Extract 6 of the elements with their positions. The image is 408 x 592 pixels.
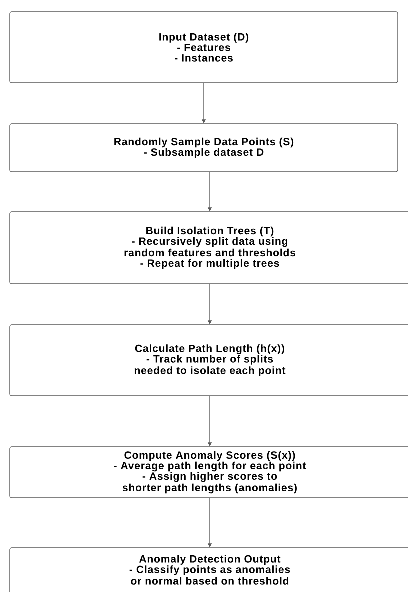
process-box: Compute Anomaly Scores (S(x)) - Average path length for each point - Assign higher scores to shorter path lengths (anomalies): [10, 446, 408, 498]
process-box: Anomaly Detection Output - Classify points as anomalies or normal based on threshold: [10, 548, 408, 592]
process-box: Build Isolation Trees (T) - Recursively split data using random features and thresholds - Repeat for multiple trees: [10, 212, 408, 284]
process-box: Input Dataset (D) - Features - Instances: [10, 12, 398, 84]
process-box: Randomly Sample Data Points (S) - Subsample dataset D: [10, 124, 398, 172]
process-box: Calculate Path Length (h(x)) - Track number of splits needed to isolate each point: [10, 324, 408, 396]
